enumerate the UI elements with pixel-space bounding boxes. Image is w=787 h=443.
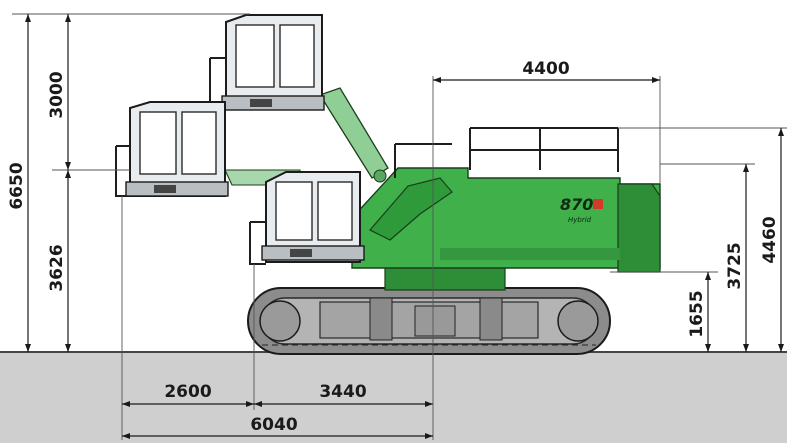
cab-position-top bbox=[209, 14, 325, 111]
dim-3626 bbox=[65, 170, 71, 352]
dim-3725 bbox=[660, 163, 755, 352]
model-badge-sub: Hybrid bbox=[568, 216, 592, 224]
upper-structure bbox=[351, 127, 661, 291]
dim-label-3000: 3000 bbox=[47, 71, 67, 118]
dim-label-6040: 6040 bbox=[250, 415, 297, 435]
model-badge-mark bbox=[593, 199, 603, 209]
dim-6650 bbox=[12, 13, 250, 352]
dim-label-3626: 3626 bbox=[47, 244, 67, 291]
model-badge: 870 bbox=[560, 195, 593, 214]
cab-position-lowered bbox=[249, 171, 365, 265]
dim-4460 bbox=[618, 127, 787, 352]
dim-label-3725: 3725 bbox=[725, 242, 745, 289]
dim-6040 bbox=[122, 352, 434, 440]
crawler-track bbox=[247, 287, 611, 355]
dim-label-2600: 2600 bbox=[164, 382, 211, 402]
dim-label-4400: 4400 bbox=[522, 59, 569, 79]
dim-label-1655: 1655 bbox=[687, 290, 707, 337]
dim-label-6650: 6650 bbox=[7, 162, 27, 209]
dim-3000 bbox=[52, 14, 130, 171]
dim-4400 bbox=[432, 76, 661, 352]
ground-area bbox=[0, 352, 787, 443]
dim-2600-3440 bbox=[121, 196, 433, 440]
dim-label-3440: 3440 bbox=[319, 382, 366, 402]
cab-position-middle bbox=[115, 101, 229, 197]
dim-label-4460: 4460 bbox=[760, 216, 780, 263]
dim-1655 bbox=[610, 271, 718, 352]
